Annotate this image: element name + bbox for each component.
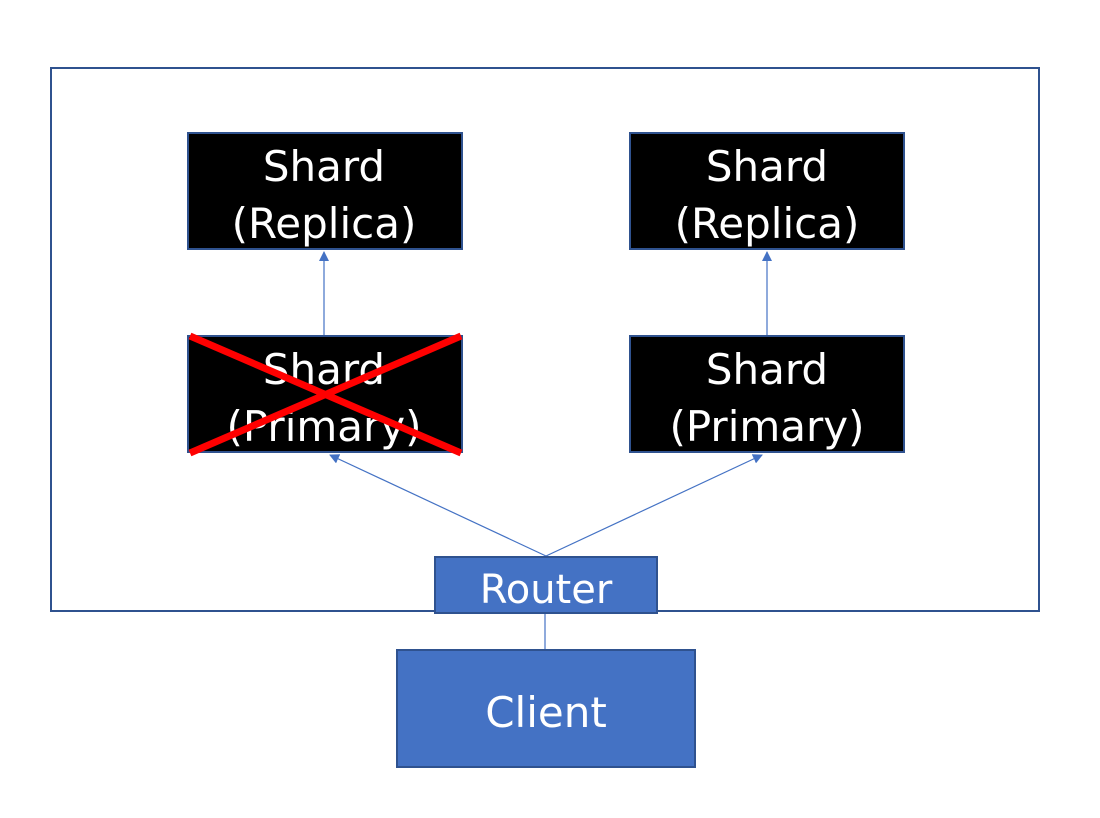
shard-right-replica-line2: (Replica) [675, 199, 860, 248]
shard-left-replica-line2: (Replica) [232, 199, 417, 248]
client-label: Client [485, 688, 607, 737]
shard-right-replica-line1: Shard [706, 142, 828, 191]
shard-right-primary-line1: Shard [706, 345, 828, 394]
router-label: Router [480, 567, 613, 613]
shard-left-replica-line1: Shard [263, 142, 385, 191]
shard-right-primary[interactable]: Shard (Primary) [629, 335, 905, 453]
router-node[interactable]: Router [434, 556, 658, 614]
failed-cross-mark [188, 332, 463, 457]
client-node[interactable]: Client [396, 649, 696, 768]
arrow-router-to-left-primary [329, 454, 547, 557]
shard-left-replica[interactable]: Shard (Replica) [187, 132, 463, 250]
arrow-router-to-right-primary [545, 454, 763, 557]
shard-right-replica[interactable]: Shard (Replica) [629, 132, 905, 250]
shard-left-primary-line1: Shard [263, 345, 385, 394]
shard-right-primary-line2: (Primary) [669, 402, 864, 451]
